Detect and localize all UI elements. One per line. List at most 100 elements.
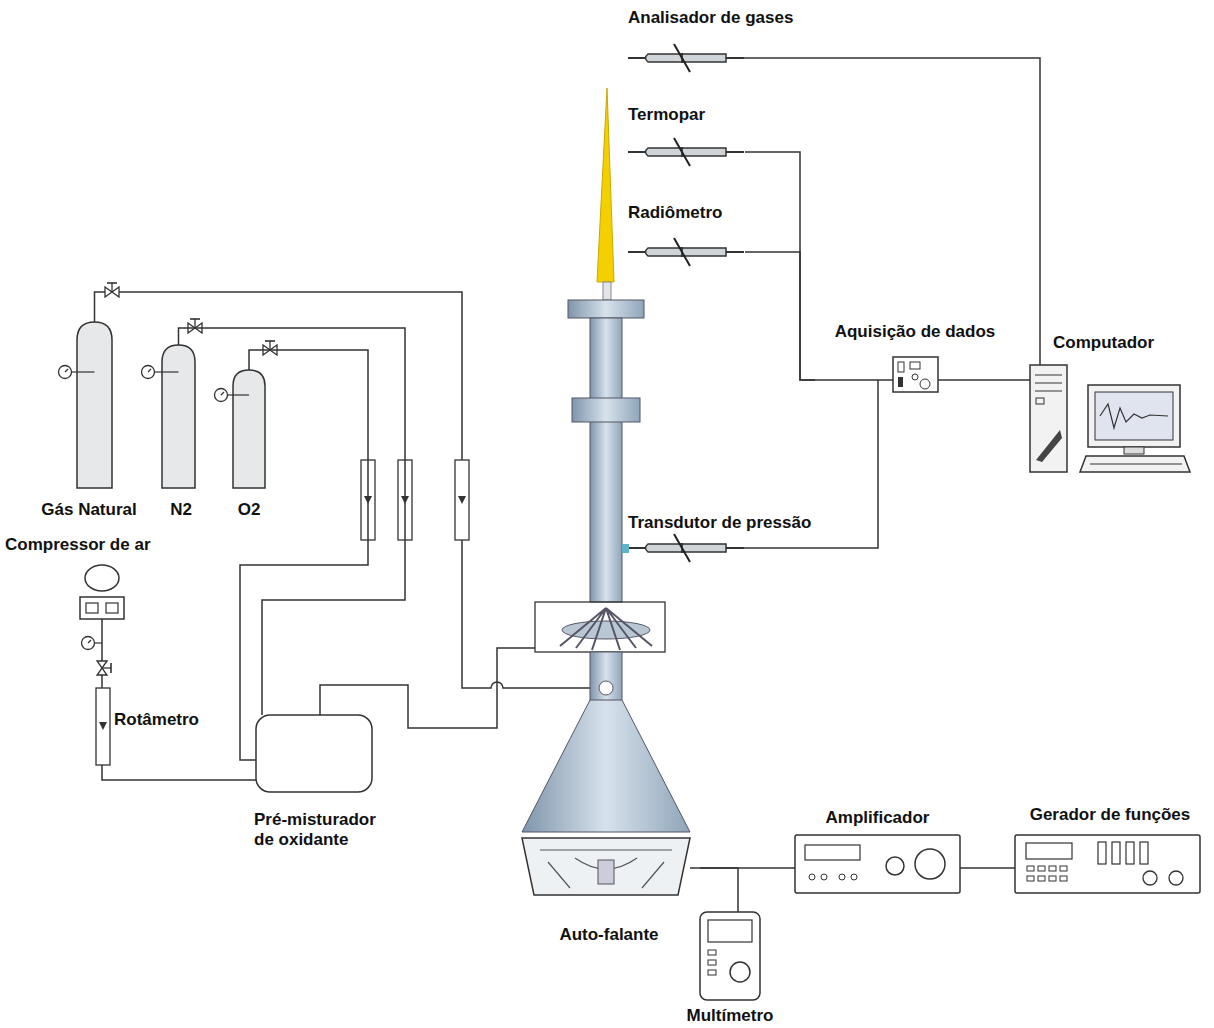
data-acquisition-illustration (898, 377, 903, 387)
multimeter-illustration (708, 950, 716, 955)
probes (744, 57, 835, 59)
equipment-label: Analisador de gases (628, 8, 793, 28)
connector-line (870, 395, 878, 548)
connector-line (870, 395, 878, 548)
compressor-illustration (96, 688, 110, 765)
equipment-node: O2 (218, 356, 280, 520)
compressor-illustration (86, 603, 98, 613)
function-generator-illustration (1143, 871, 1157, 885)
burner-illustration (622, 544, 629, 553)
computer-illustration (1088, 385, 1180, 447)
computer-illustration (1100, 404, 1168, 428)
equipment-label: Gerador de funções (1030, 805, 1191, 825)
equipment-label: N2 (170, 500, 192, 520)
speaker-illustration (522, 838, 690, 895)
computer-illustration (1035, 391, 1062, 392)
connector-line (835, 58, 1040, 333)
amplifier-illustration (915, 849, 945, 879)
function-generator-illustration (1169, 871, 1183, 885)
speaker-illustration (690, 867, 700, 869)
equipment-node: Termopar (628, 105, 745, 165)
data-acquisition-illustration (815, 379, 893, 381)
data-acquisition-illustration (920, 379, 930, 389)
connector-line (179, 328, 406, 715)
function-generator-illustration (1038, 866, 1045, 871)
data-acquisition-illustration (938, 379, 1015, 381)
connector-line (240, 350, 368, 760)
valves (105, 283, 119, 297)
connector-line (960, 868, 1015, 869)
burner-illustration (590, 318, 622, 602)
equipment-node: Amplificador (795, 808, 960, 895)
function-generator-illustration (1112, 842, 1120, 864)
equipment-node: Aquisição de dados (815, 322, 1015, 395)
equipment-label: Auto-falante (559, 925, 658, 945)
gas-cylinders (215, 389, 228, 402)
data-acquisition-illustration (912, 374, 918, 380)
equipment-label: Gás Natural (41, 500, 136, 520)
connector-line (102, 770, 250, 780)
equipment-node: Transdutor de pressão (628, 513, 870, 560)
equipment-node: Computador (1025, 333, 1190, 475)
burner-illustration (560, 608, 652, 650)
connector-line (1015, 380, 1025, 381)
gas-lines (250, 779, 256, 781)
connector-line (745, 152, 815, 380)
equipment-label: Rotâmetro (114, 710, 199, 730)
connector-line (835, 58, 1040, 333)
premixer-illustration (256, 715, 372, 792)
equipment-label: Multímetro (687, 1006, 774, 1026)
compressor-illustration (80, 565, 124, 770)
connector-line (101, 680, 103, 688)
connector-line (240, 350, 368, 760)
probes (628, 534, 744, 562)
probes (628, 238, 744, 266)
equipment-label: Aquisição de dados (835, 322, 996, 342)
connector-line (102, 770, 250, 780)
speaker-illustration (540, 850, 672, 888)
computer-illustration (1036, 430, 1062, 462)
function-generator-illustration (1015, 835, 1200, 893)
equipment-label: Termopar (628, 105, 705, 125)
multimeter-illustration (730, 962, 750, 982)
equipment-label: Compressor de ar (5, 535, 151, 555)
burner-illustration (590, 652, 622, 702)
probes (628, 44, 870, 562)
speaker-illustration (522, 838, 700, 895)
gas-cylinders (162, 345, 195, 488)
burner-illustration (522, 88, 690, 832)
equipment-label: O2 (238, 500, 261, 520)
function-generator-illustration (1027, 876, 1034, 881)
connector-line (960, 867, 1015, 869)
valves (188, 319, 202, 333)
function-generator-illustration (1098, 842, 1106, 864)
speaker-illustration (598, 860, 614, 884)
function-generator-illustration (1126, 842, 1134, 864)
connector-line (745, 252, 815, 380)
equipment-node: Analisador de gases (628, 8, 835, 70)
equipment-node: Rotâmetro (92, 688, 235, 770)
computer-illustration (1035, 383, 1062, 384)
rotameters (361, 460, 469, 540)
probes (628, 44, 744, 72)
equipment-node: Gás Natural (28, 282, 150, 520)
burner-illustration (568, 300, 644, 318)
compressor-illustration (94, 642, 102, 643)
multimeter-illustration (708, 960, 716, 965)
compressor-illustration (80, 597, 124, 619)
connector-line (102, 680, 103, 688)
function-generator-illustration (1049, 876, 1056, 881)
gas-lines (250, 759, 256, 761)
equipment-node: Auto-falante (518, 835, 700, 945)
compressor-illustration (101, 765, 103, 770)
equipment-label: Computador (1053, 333, 1154, 353)
function-generator-illustration (1140, 842, 1148, 864)
computer-illustration (1095, 392, 1173, 440)
data-acquisition-illustration (877, 380, 879, 395)
gas-lines (95, 292, 591, 688)
computer-illustration (1035, 375, 1062, 376)
gas-cylinders (59, 366, 72, 379)
amplifier-illustration (851, 874, 857, 880)
probes (744, 547, 870, 549)
